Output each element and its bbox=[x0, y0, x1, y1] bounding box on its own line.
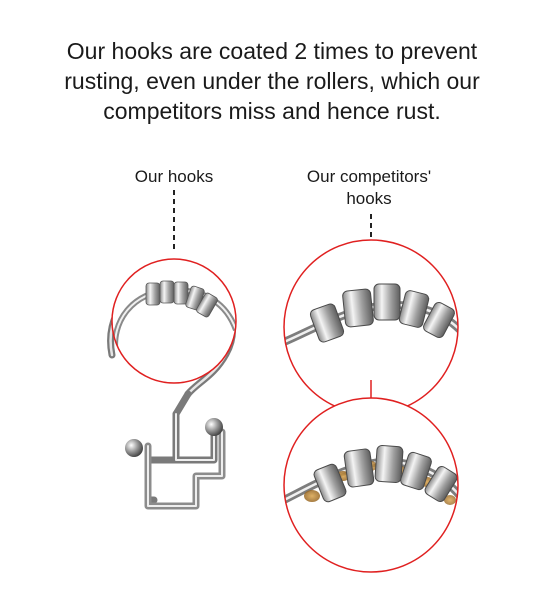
headline-line-1: Our hooks are coated 2 times to prevent bbox=[66, 38, 478, 64]
our-hook-ball-right bbox=[205, 418, 223, 436]
competitor-rollers-bottom bbox=[313, 444, 458, 503]
competitors-label-line-2: hooks bbox=[346, 189, 392, 208]
our-hooks-callout-circle bbox=[111, 258, 237, 384]
headline-line-2: rusting, even under the rollers, which o… bbox=[64, 68, 480, 94]
competitors-callout-bottom-circle bbox=[283, 397, 459, 573]
our-hooks-label: Our hooks bbox=[134, 167, 214, 186]
competitors-hooks-label: Our competitors' hooks bbox=[284, 166, 454, 210]
our-hook-rollers bbox=[145, 280, 218, 318]
competitor-rollers-top bbox=[309, 283, 455, 343]
competitors-label-line-1: Our competitors' bbox=[306, 167, 432, 186]
headline-line-3: competitors miss and hence rust. bbox=[103, 98, 441, 124]
headline: Our hooks are coated 2 times to prevent … bbox=[20, 36, 524, 126]
competitors-callout-bottom-content bbox=[284, 398, 458, 572]
our-hook-ball-left bbox=[125, 439, 143, 457]
our-hooks-callout-content bbox=[112, 259, 236, 383]
